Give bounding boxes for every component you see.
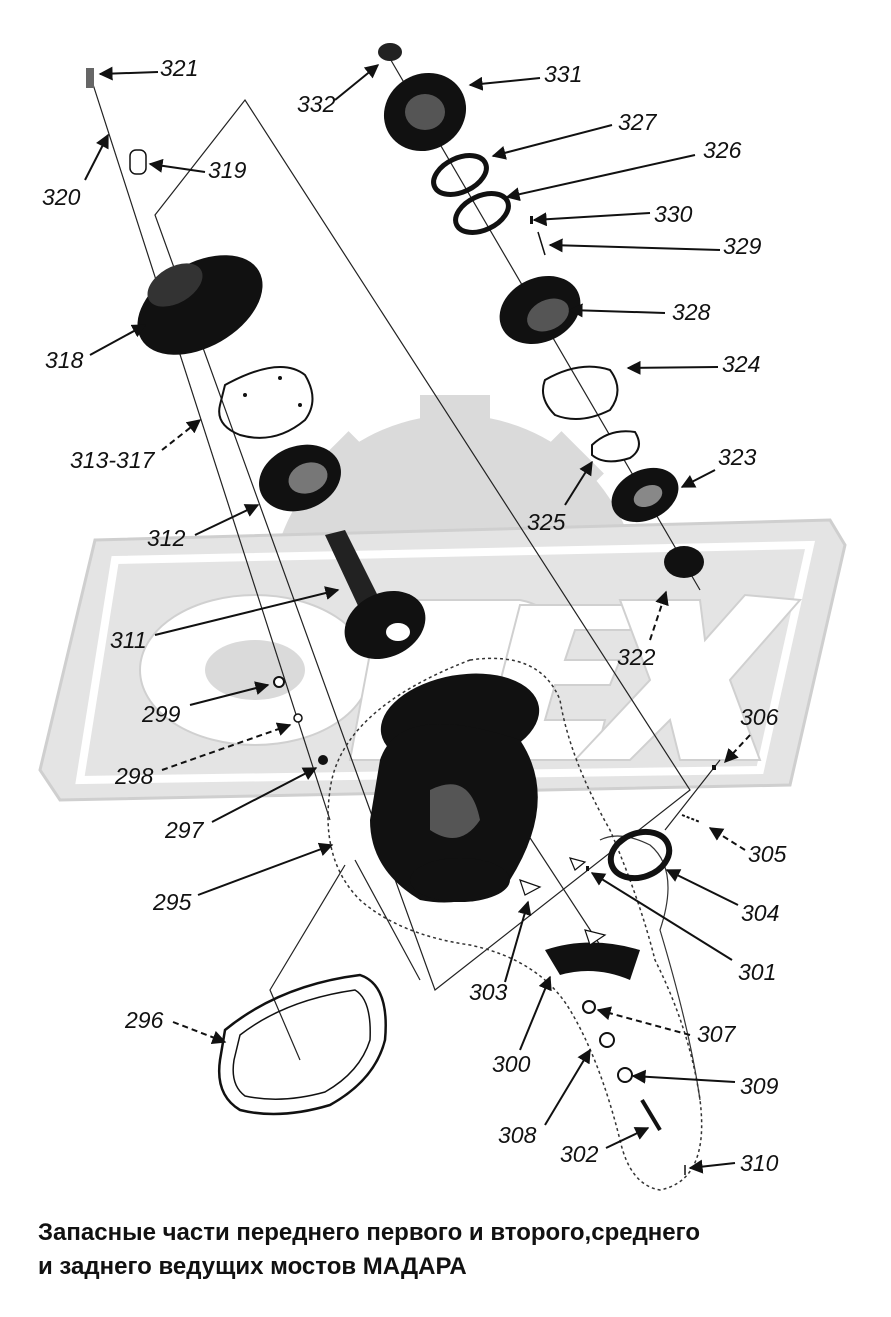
part-313-gasket — [218, 366, 314, 439]
part-327-ring — [431, 153, 489, 197]
label-326: 326 — [703, 137, 742, 163]
part-307 — [582, 1000, 596, 1014]
label-321: 321 — [160, 55, 198, 81]
label-295: 295 — [152, 889, 192, 915]
label-304: 304 — [741, 900, 779, 926]
label-320: 320 — [42, 184, 81, 210]
part-324-gasket — [542, 365, 619, 420]
label-308: 308 — [498, 1122, 537, 1148]
label-297: 297 — [164, 817, 205, 843]
label-298: 298 — [114, 763, 154, 789]
part-297 — [318, 755, 328, 765]
part-labels: 321 320 319 318 313-317 312 311 299 298 … — [42, 55, 787, 1176]
part-325-shim — [591, 430, 640, 463]
label-299: 299 — [141, 701, 181, 727]
part-330 — [530, 216, 533, 224]
label-332: 332 — [297, 91, 336, 117]
label-305: 305 — [748, 841, 787, 867]
part-298 — [293, 713, 303, 723]
part-312-bearing — [259, 444, 341, 512]
caption-line-2: и заднего ведущих мостов МАДАРА — [38, 1253, 467, 1280]
label-306: 306 — [740, 704, 779, 730]
diagram-caption: Запасные части переднего первого и второ… — [38, 1216, 878, 1284]
label-323: 323 — [718, 444, 757, 470]
part-295-differential-housing — [370, 673, 540, 903]
label-329: 329 — [723, 233, 762, 259]
label-302: 302 — [560, 1141, 599, 1167]
part-309 — [617, 1067, 633, 1083]
label-322: 322 — [617, 644, 656, 670]
part-305 — [681, 814, 701, 823]
label-319: 319 — [208, 157, 247, 183]
part-326-ring — [453, 191, 511, 235]
label-309: 309 — [740, 1073, 779, 1099]
label-312: 312 — [147, 525, 186, 551]
part-319-fitting — [129, 149, 147, 175]
part-302 — [640, 1098, 662, 1132]
label-307: 307 — [697, 1021, 737, 1047]
exploded-parts-diagram: 321 320 319 318 313-317 312 311 299 298 … — [38, 43, 847, 1191]
part-306 — [712, 765, 716, 770]
label-311: 311 — [110, 627, 147, 653]
part-318-cover — [137, 255, 263, 355]
part-308 — [599, 1032, 615, 1048]
part-301 — [586, 866, 589, 871]
label-324: 324 — [722, 351, 760, 377]
label-313-317: 313-317 — [70, 447, 156, 473]
part-323-bearing — [611, 467, 679, 523]
label-318: 318 — [45, 347, 84, 373]
part-321-bolt — [86, 68, 94, 88]
label-303: 303 — [469, 979, 508, 1005]
part-332 — [378, 43, 402, 61]
housing-outline — [327, 657, 703, 1191]
label-301: 301 — [738, 959, 776, 985]
label-331: 331 — [544, 61, 582, 87]
part-329 — [537, 231, 546, 256]
part-300-bracket — [545, 942, 640, 980]
label-300: 300 — [492, 1051, 531, 1077]
part-322 — [664, 546, 704, 578]
label-325: 325 — [527, 509, 566, 535]
part-299 — [273, 676, 285, 688]
label-310: 310 — [740, 1150, 779, 1176]
caption-line-1: Запасные части переднего первого и второ… — [38, 1219, 700, 1246]
part-328-bearing-cup — [499, 275, 581, 345]
label-328: 328 — [672, 299, 711, 325]
part-311-pinion-shaft — [325, 530, 426, 660]
part-304-ring — [607, 828, 673, 882]
part-296-gasket — [217, 973, 387, 1116]
parts — [86, 43, 716, 1175]
part-331-flange — [383, 72, 467, 152]
leader-arrows — [84, 64, 751, 1174]
label-327: 327 — [618, 109, 658, 135]
label-296: 296 — [124, 1007, 164, 1033]
label-330: 330 — [654, 201, 693, 227]
